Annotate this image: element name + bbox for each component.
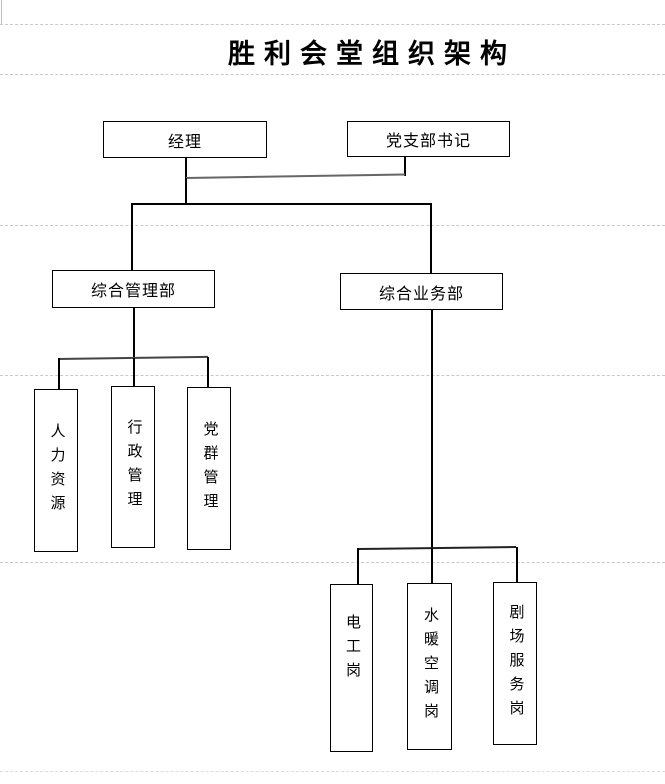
org-node-electrician-post[interactable]: 电工岗 xyxy=(330,584,373,752)
org-node-label: 水暖空调岗 xyxy=(422,606,438,727)
org-node-label: 党群管理 xyxy=(201,420,218,517)
table-gridline xyxy=(0,74,665,75)
table-border-stub xyxy=(1,0,2,24)
org-node-general-business-dept[interactable]: 综合业务部 xyxy=(340,273,503,310)
table-gridline xyxy=(0,771,665,772)
table-gridline xyxy=(0,562,665,563)
org-node-human-resources[interactable]: 人力资源 xyxy=(34,389,78,552)
connector-line xyxy=(185,173,405,179)
connector-line xyxy=(133,307,135,360)
org-node-manager[interactable]: 经理 xyxy=(103,121,267,158)
connector-line xyxy=(356,546,516,550)
table-gridline xyxy=(0,225,665,226)
connector-line xyxy=(431,310,433,549)
org-node-label: 综合业务部 xyxy=(378,285,464,303)
connector-line xyxy=(431,548,433,584)
table-gridline xyxy=(0,375,665,376)
org-node-theater-service-post[interactable]: 剧场服务岗 xyxy=(493,582,537,745)
connector-line xyxy=(133,358,135,387)
connector-line xyxy=(516,547,518,583)
org-node-label: 经理 xyxy=(167,133,202,151)
connector-line xyxy=(207,357,209,388)
org-node-label: 人力资源 xyxy=(48,422,65,519)
connector-line xyxy=(357,548,359,585)
connector-line xyxy=(404,157,406,176)
connector-line xyxy=(185,178,187,204)
org-node-label: 行政管理 xyxy=(125,419,142,515)
connector-line xyxy=(185,158,187,179)
org-node-label: 综合管理部 xyxy=(90,283,176,300)
connector-line xyxy=(131,203,431,205)
connector-line xyxy=(131,203,133,271)
page-title: 胜利会堂组织架构 xyxy=(228,39,516,69)
org-node-label: 党支部书记 xyxy=(385,133,471,150)
org-node-party-masses[interactable]: 党群管理 xyxy=(187,387,231,550)
connector-line xyxy=(58,358,60,390)
org-node-general-management-dept[interactable]: 综合管理部 xyxy=(52,270,215,308)
org-node-administration[interactable]: 行政管理 xyxy=(111,386,155,548)
table-gridline xyxy=(0,24,665,25)
org-node-party-secretary[interactable]: 党支部书记 xyxy=(347,121,510,157)
org-node-label: 剧场服务岗 xyxy=(507,603,524,724)
org-node-label: 电工岗 xyxy=(344,614,360,686)
org-node-hvac-post[interactable]: 水暖空调岗 xyxy=(407,583,452,750)
connector-line xyxy=(430,203,432,274)
